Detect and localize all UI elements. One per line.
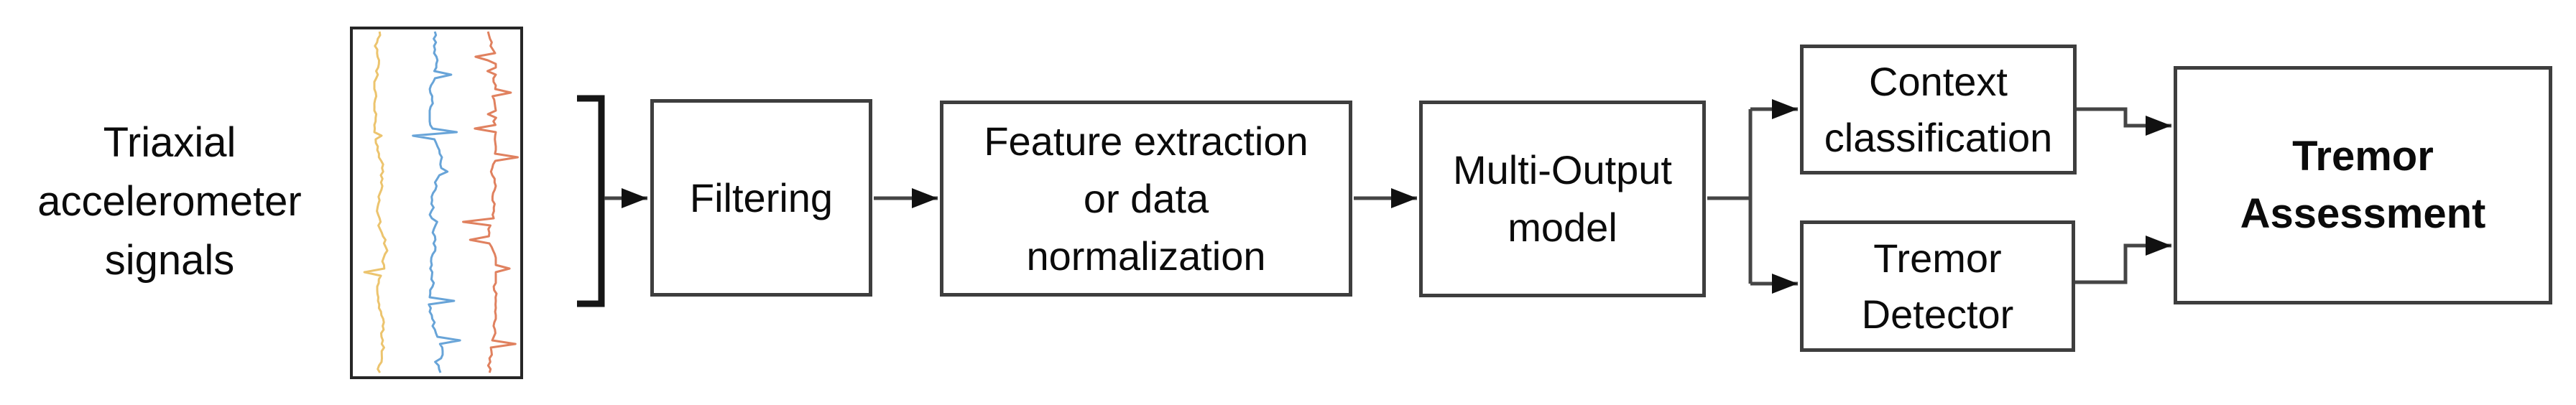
input-signals-label: Triaxial accelerometer signals: [37, 119, 302, 284]
signal-trace-2: [412, 31, 461, 373]
box-context-classification: Context classification: [1800, 45, 2077, 174]
signal-trace-3: [462, 31, 519, 373]
signal-plot: [350, 27, 523, 379]
box-feature-extraction: Feature extraction or data normalization: [940, 101, 1352, 297]
arrow-context-to-assessment: [2076, 107, 2171, 136]
signal-trace-1: [363, 31, 389, 373]
box-tremor-assessment: Tremor Assessment: [2174, 66, 2552, 304]
signal-traces: [363, 31, 519, 373]
box-tremor-detector: Tremor Detector: [1800, 220, 2075, 352]
box-multi-output-model: Multi-Output model: [1419, 101, 1706, 297]
box-filtering: Filtering: [650, 99, 872, 297]
input-bracket: [577, 95, 605, 307]
arrow-detector-to-assessment: [2074, 236, 2171, 284]
